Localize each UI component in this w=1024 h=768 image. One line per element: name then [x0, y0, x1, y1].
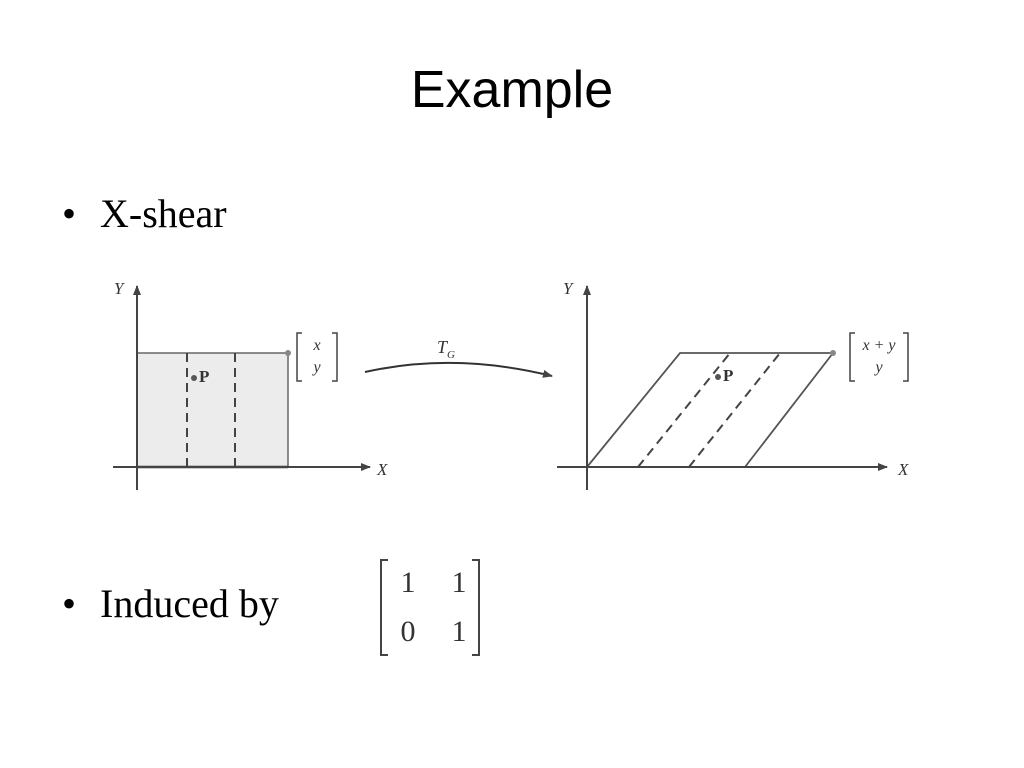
dashed-line	[637, 352, 731, 468]
bullet-text: X-shear	[100, 191, 227, 236]
y-axis-label: Y	[563, 279, 574, 298]
y-axis-label: Y	[114, 279, 125, 298]
point-p-label: P	[199, 367, 209, 386]
bullet-marker: •	[62, 191, 77, 236]
sheared-parallelogram	[585, 352, 835, 468]
transform-label: TG	[437, 337, 455, 361]
matrix-cell: 0	[401, 615, 416, 648]
right-diagram: Y X P x + y y	[557, 279, 909, 490]
unit-square	[136, 352, 289, 468]
matrix-cell: 1	[401, 566, 416, 599]
corner-dot	[830, 350, 836, 356]
vector-bracket-left	[296, 332, 302, 382]
left-diagram: Y X P x y	[113, 279, 388, 490]
slide-title: Example	[410, 61, 614, 119]
vector-bracket-right	[903, 332, 909, 382]
corner-dot	[285, 350, 291, 356]
bullet-induced-by: • Induced by	[62, 580, 279, 628]
matrix-bracket-left	[380, 559, 388, 656]
bullet-x-shear: • X-shear	[62, 190, 227, 238]
matrix-cell: 1	[452, 615, 467, 648]
bullet-text: Induced by	[100, 581, 279, 626]
matrix-bracket-right	[472, 559, 480, 656]
transform-arrow: TG	[364, 337, 553, 378]
vector-bracket-right	[332, 332, 338, 382]
x-axis-label: X	[897, 460, 909, 479]
dashed-line	[688, 352, 781, 468]
matrix-cell: 1	[452, 566, 467, 599]
bullet-marker: •	[62, 581, 77, 626]
vector-top: x	[312, 337, 320, 354]
vector-bracket-left	[849, 332, 855, 382]
vector-bottom: y	[311, 359, 321, 376]
point-p	[191, 375, 197, 381]
transform-curve	[364, 361, 553, 378]
shear-matrix: 1 1 0 1	[380, 559, 480, 656]
vector-top: x + y	[862, 337, 897, 354]
x-axis-label: X	[376, 460, 388, 479]
point-p	[715, 374, 721, 380]
point-p-label: P	[723, 366, 733, 385]
vector-bottom: y	[873, 359, 883, 376]
